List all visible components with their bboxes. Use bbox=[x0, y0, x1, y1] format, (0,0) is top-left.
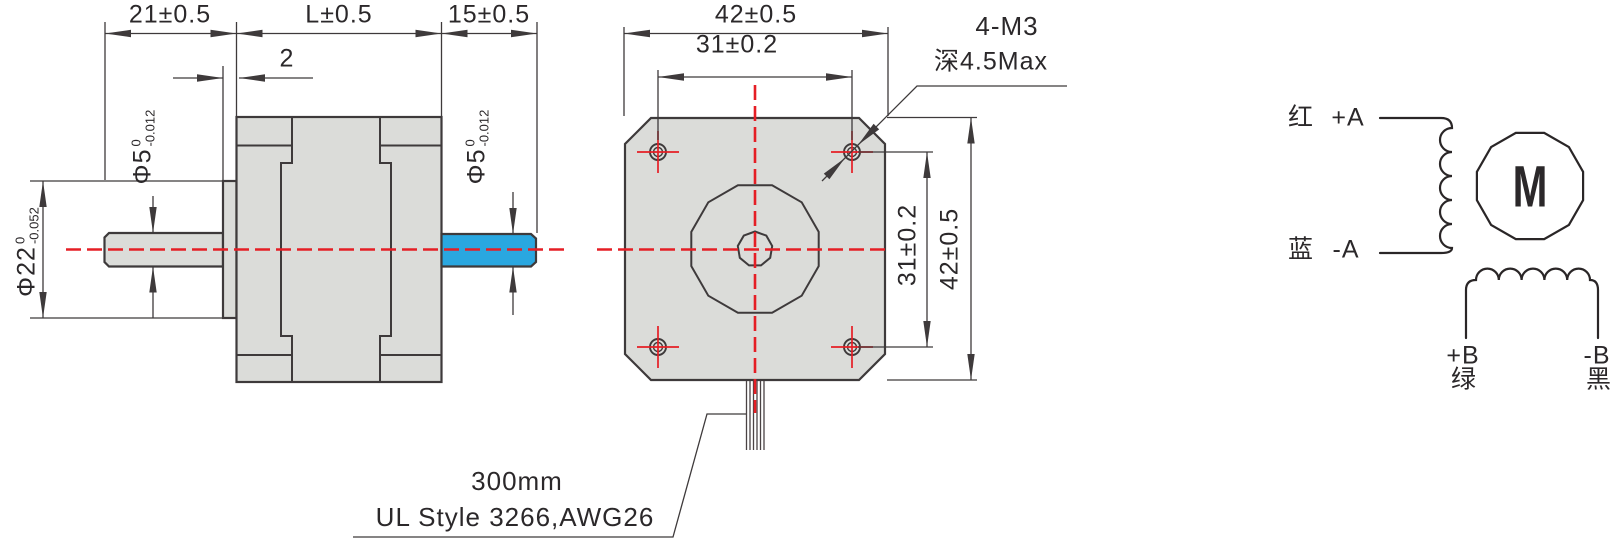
phase-b-minus-color-label: 黑 bbox=[1585, 365, 1611, 394]
motor-circle bbox=[1475, 131, 1585, 241]
side-view-arrowheads bbox=[39, 29, 537, 318]
dim-height-right-label: 42±0.5 bbox=[935, 207, 964, 291]
dim-front-shaft-dia-value: Φ5 bbox=[462, 148, 491, 185]
dim-width-top-label: 42±0.5 bbox=[714, 0, 798, 29]
front-center-lines bbox=[597, 85, 888, 413]
dim-hole-spacing-right-label: 31±0.2 bbox=[893, 203, 922, 287]
dim-boss-thickness-label: 2 bbox=[279, 44, 295, 73]
dim-front-shaft-dia-tolerance: 0-0.012 bbox=[462, 109, 491, 147]
phase-b-coil bbox=[1464, 267, 1600, 340]
dim-front-shaft-length-label: 15±0.5 bbox=[447, 0, 531, 29]
dim-rear-shaft-dia-label: Φ5 0-0.012 bbox=[128, 109, 157, 185]
phase-a-coil bbox=[1378, 116, 1454, 255]
wiring-schematic bbox=[1378, 116, 1600, 340]
phase-b-minus-label: -B bbox=[1583, 341, 1611, 370]
phase-a-minus-color-label: 蓝 bbox=[1287, 235, 1315, 264]
dim-rear-shaft-dia-value: Φ5 bbox=[128, 148, 157, 185]
hole-note-line1: 4-M3 bbox=[975, 11, 1039, 41]
phase-a-minus-label: -A bbox=[1332, 235, 1360, 264]
hole-note-line2: 深4.5Max bbox=[934, 47, 1048, 76]
front-view-dimensions bbox=[353, 27, 1067, 538]
cable-note-leader bbox=[353, 413, 746, 538]
dim-boss-dia-tolerance: 0-0.052 bbox=[12, 207, 41, 245]
dim-body-length-label: L±0.5 bbox=[305, 0, 373, 29]
phase-b-plus-label: +B bbox=[1446, 341, 1480, 370]
phase-a-plus-color-label: 红 bbox=[1287, 103, 1315, 132]
pilot-boss-circle bbox=[690, 184, 820, 314]
dim-rear-shaft-dia-tolerance: 0-0.012 bbox=[128, 109, 157, 147]
hole-note-leader bbox=[821, 85, 1067, 182]
dim-front-shaft-dia-label: Φ5 0-0.012 bbox=[462, 109, 491, 185]
cable-note-line1: 300mm bbox=[471, 466, 563, 496]
lead-wires bbox=[745, 381, 765, 450]
motor-symbol-label: M bbox=[1512, 154, 1548, 220]
dim-hole-spacing-top-label: 31±0.2 bbox=[695, 30, 779, 59]
dim-boss-dia-value: Φ22 bbox=[12, 246, 41, 297]
phase-a-plus-label: +A bbox=[1331, 103, 1365, 132]
front-view-arrowheads bbox=[624, 29, 975, 380]
phase-b-plus-color-label: 绿 bbox=[1450, 365, 1478, 394]
dim-boss-diameter-label: Φ22 0-0.052 bbox=[12, 207, 41, 297]
dim-rear-shaft-length-label: 21±0.5 bbox=[128, 0, 212, 29]
cable-note-line2: UL Style 3266,AWG26 bbox=[375, 502, 655, 532]
